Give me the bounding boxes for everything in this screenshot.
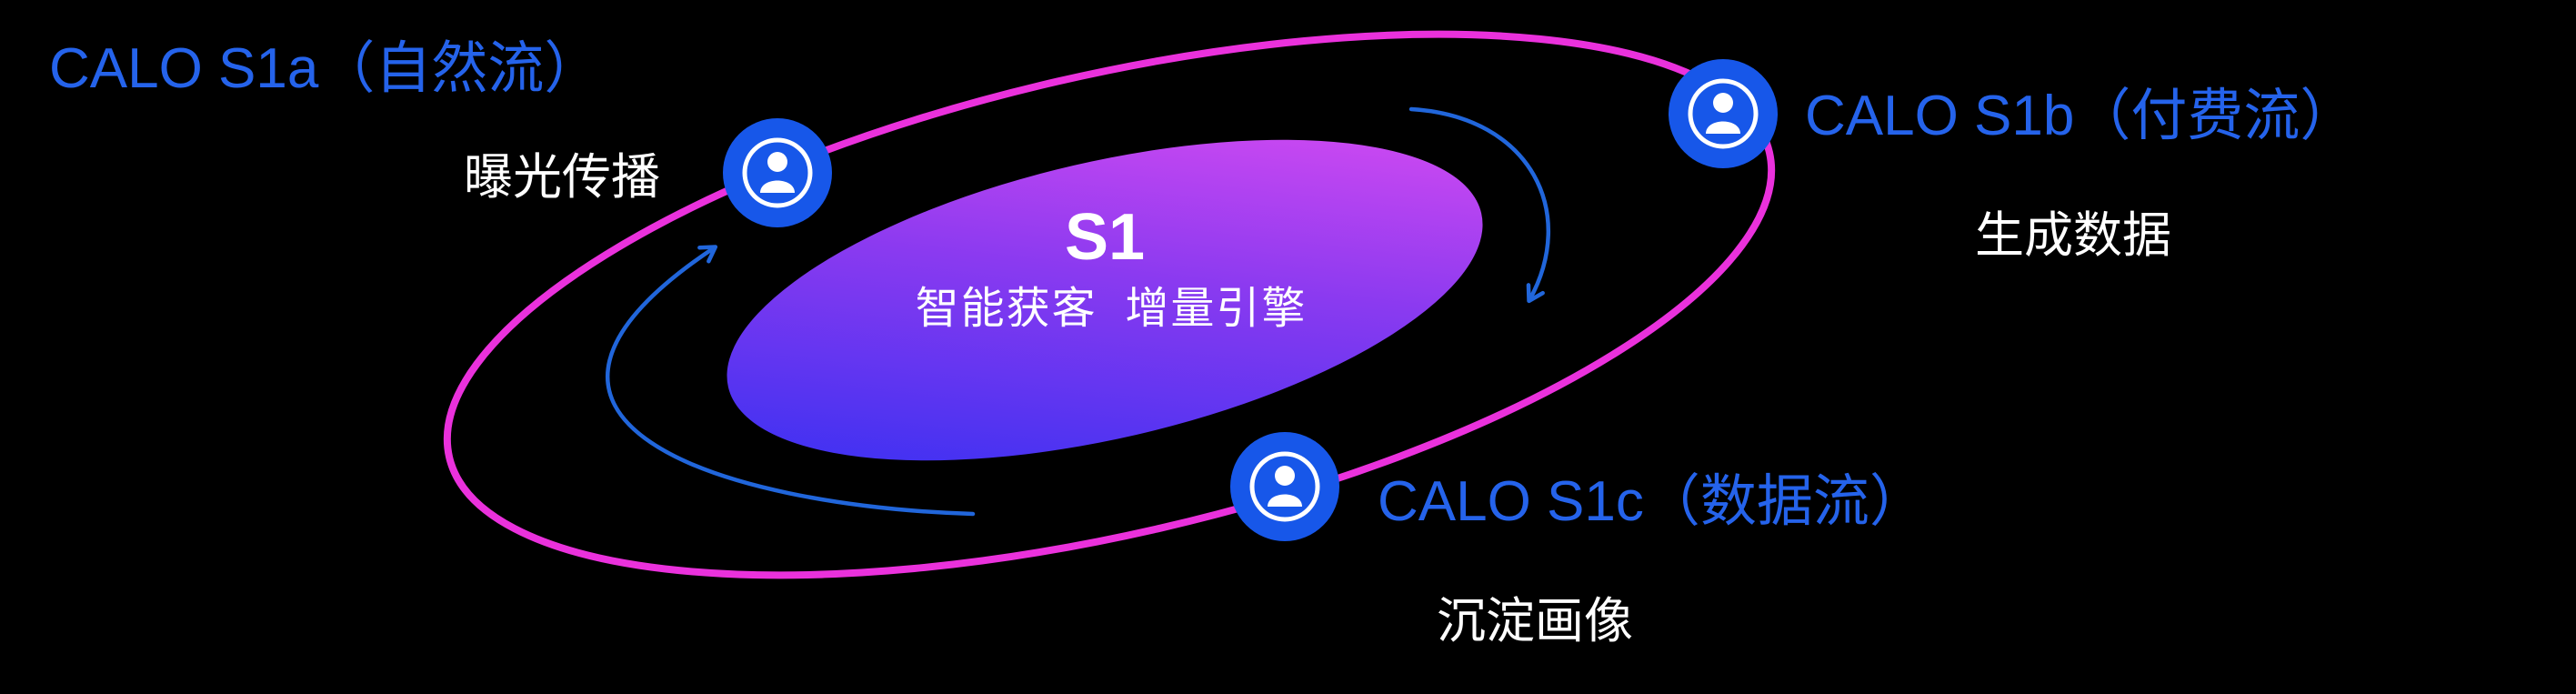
node-s1c bbox=[1230, 432, 1339, 541]
node-s1b bbox=[1669, 59, 1778, 168]
core-ellipse bbox=[727, 139, 1483, 461]
user-icon bbox=[1230, 432, 1339, 541]
node-s1c-subtitle: 沉淀画像 bbox=[1437, 594, 1633, 649]
core-subtitle: 智能获客 增量引擎 bbox=[915, 285, 1308, 333]
flow-arrow-right bbox=[1408, 106, 1551, 304]
node-s1b-title: CALO S1b（付费流） bbox=[1805, 85, 2357, 147]
node-s1a-title: CALO S1a（自然流） bbox=[49, 37, 601, 100]
core-title: S1 bbox=[1064, 201, 1146, 274]
node-s1b-subtitle: 生成数据 bbox=[1975, 208, 2171, 263]
user-icon bbox=[723, 118, 832, 227]
node-s1a-subtitle: 曝光传播 bbox=[464, 150, 660, 205]
flow-arrow-left bbox=[605, 245, 976, 517]
node-s1c-title: CALO S1c（数据流） bbox=[1378, 470, 1926, 533]
orbit-ring bbox=[443, 30, 1776, 579]
node-s1a bbox=[723, 118, 832, 227]
user-icon bbox=[1669, 59, 1778, 168]
